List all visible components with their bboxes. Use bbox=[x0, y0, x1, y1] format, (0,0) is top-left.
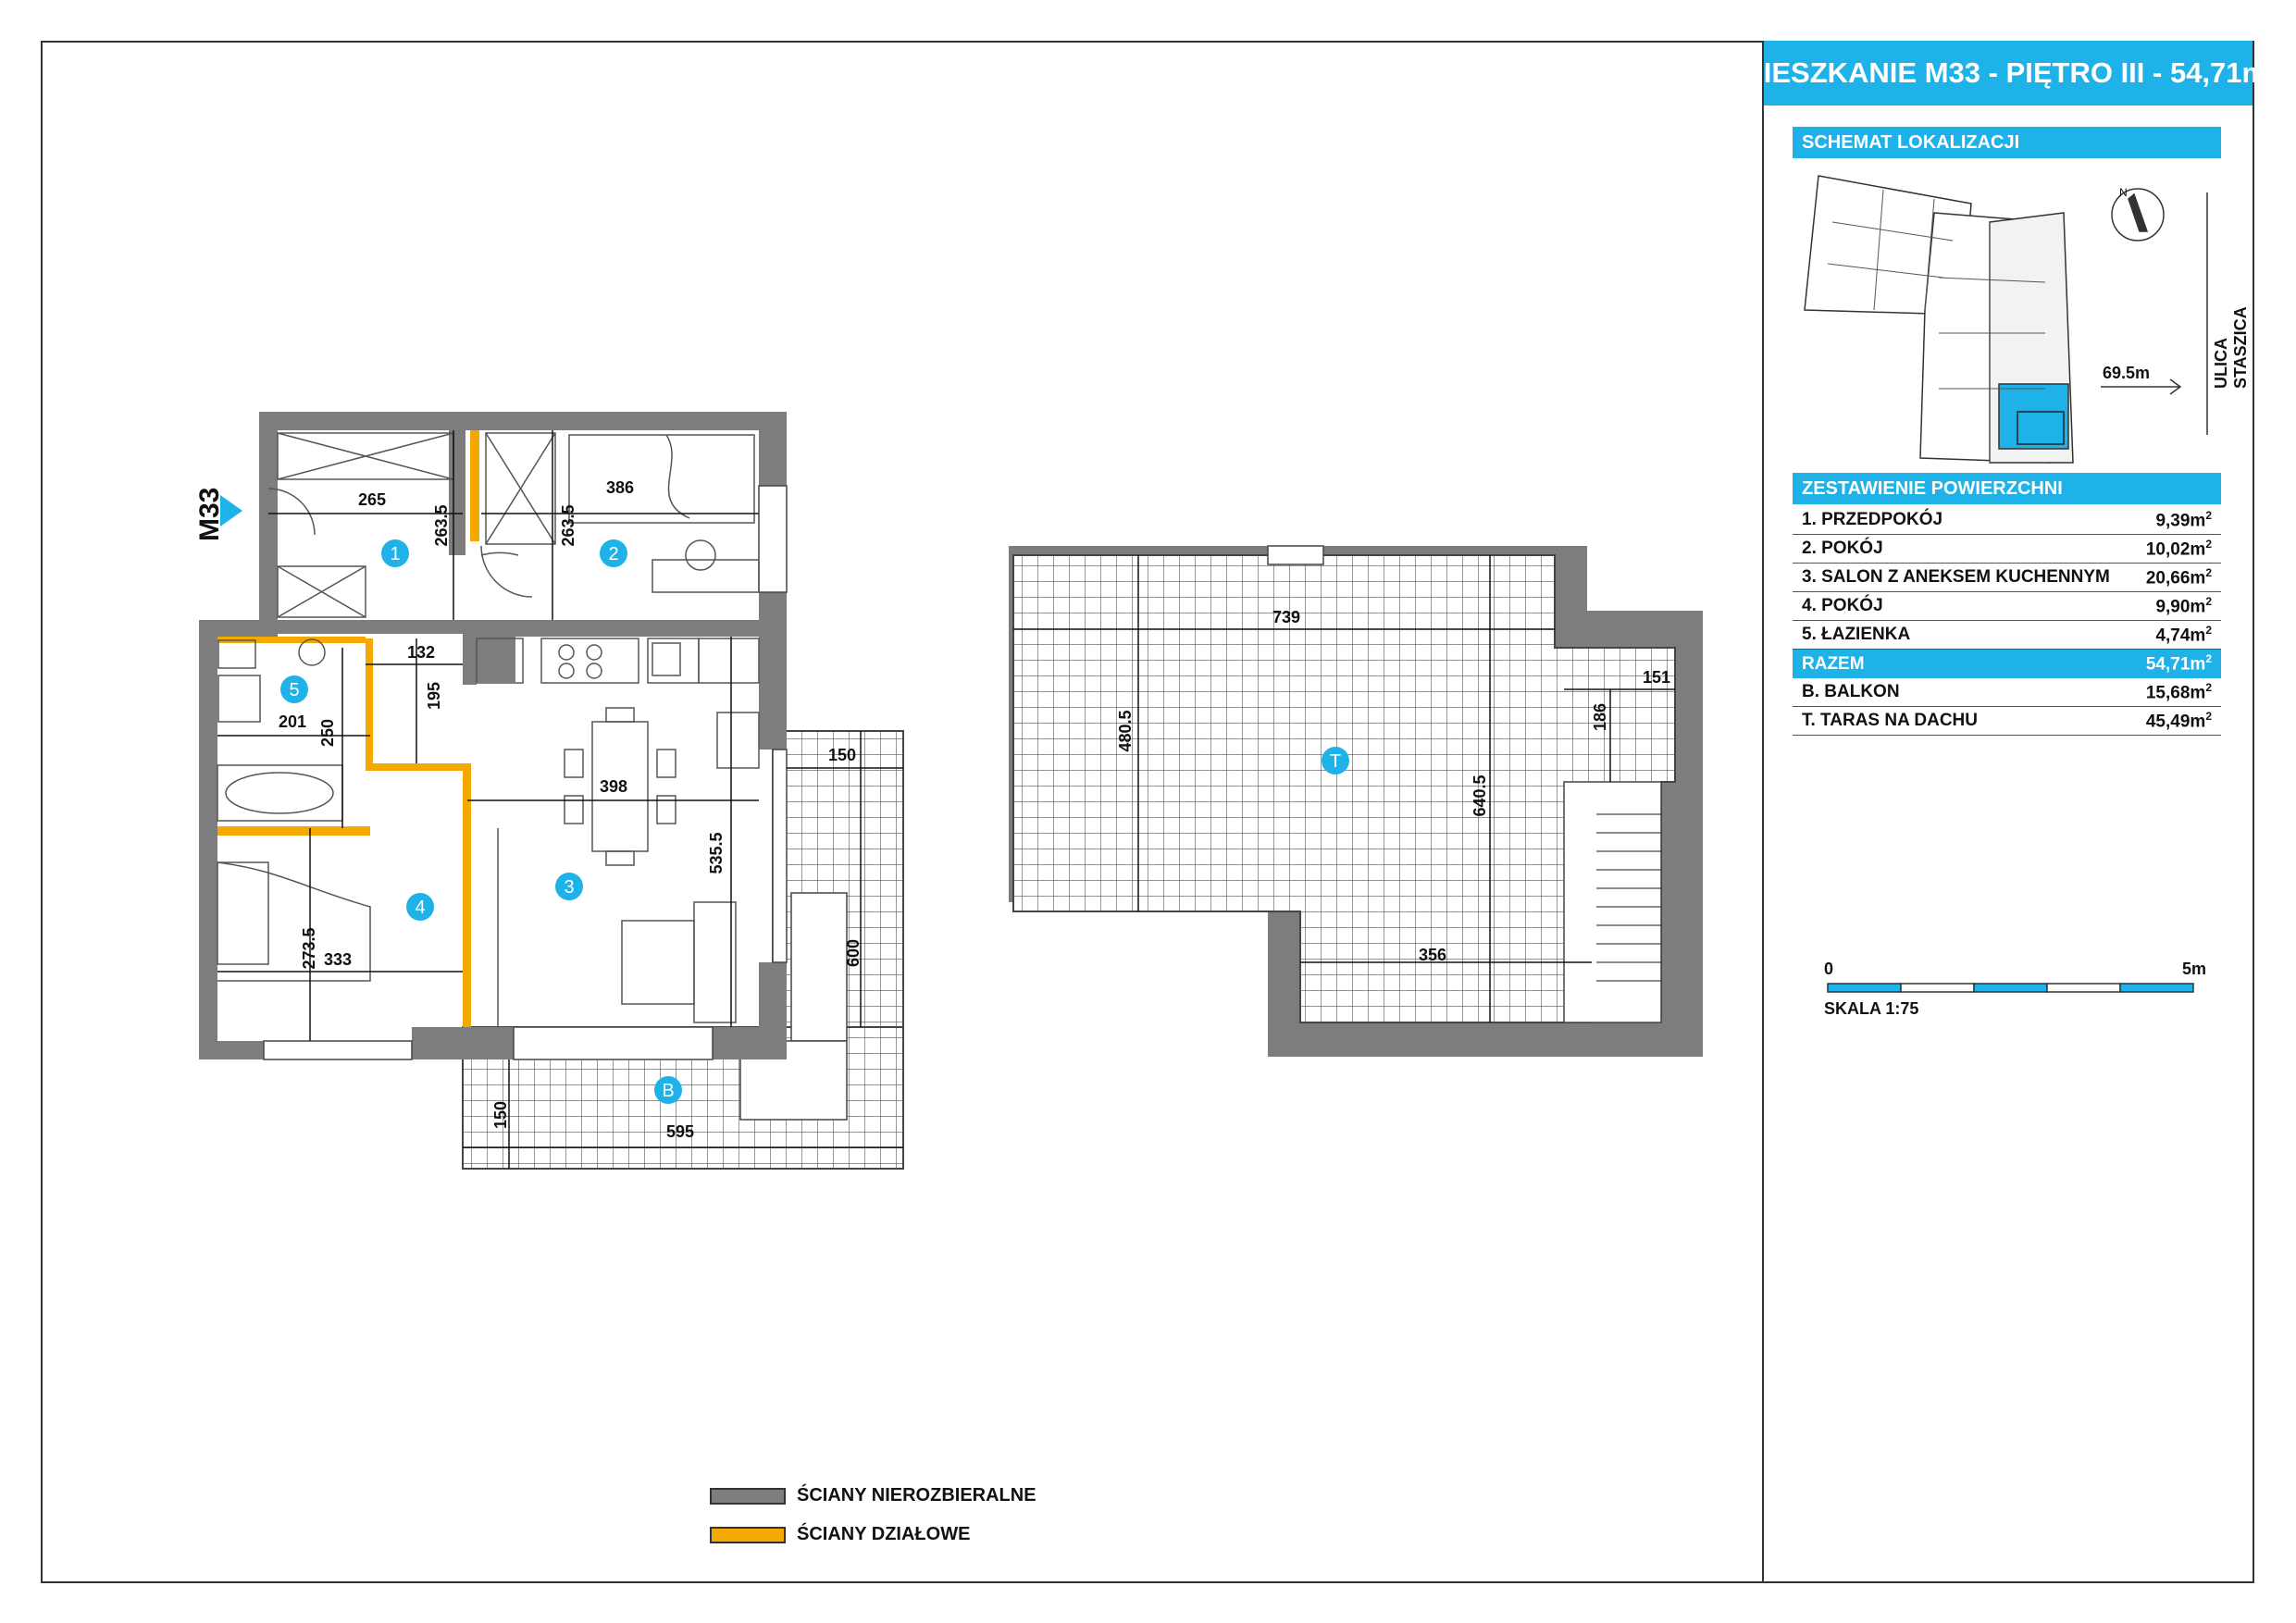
dimension-label: 265 bbox=[358, 490, 386, 509]
dimension-label: 151 bbox=[1643, 668, 1670, 687]
summary-row-area: 15,68m2 bbox=[2145, 680, 2212, 703]
room-marker-label: 3 bbox=[564, 877, 574, 898]
summary-row: B. BALKON 15,68m2 bbox=[1793, 678, 2221, 707]
dimension-label: 150 bbox=[828, 746, 856, 764]
dimension-label: 595 bbox=[666, 1122, 694, 1141]
summary-row: 5. ŁAZIENKA 4,74m2 bbox=[1793, 621, 2221, 650]
windows bbox=[263, 485, 788, 1060]
dimension-lines bbox=[217, 430, 903, 1169]
partition-walls bbox=[217, 430, 479, 1027]
dimension-label: 132 bbox=[407, 643, 435, 662]
summary-row-area: 20,66m2 bbox=[2145, 565, 2212, 588]
roof-terrace-plan bbox=[1009, 545, 1703, 1057]
summary-row-name: 1. PRZEDPOKÓJ bbox=[1802, 510, 1943, 529]
summary-row-area: 54,71m2 bbox=[2145, 652, 2212, 675]
summary-row-area: 4,74m2 bbox=[2155, 623, 2212, 646]
scale-bar bbox=[1827, 983, 2194, 993]
legend-structural: ŚCIANY NIEROZBIERALNE bbox=[710, 1485, 1036, 1506]
dimension-label: 273.5 bbox=[300, 927, 318, 969]
dimension-label: 600 bbox=[844, 939, 863, 967]
sheet-title-text: MIESZKANIE M33 - PIĘTRO III - 54,71m bbox=[1739, 56, 2268, 89]
room-marker bbox=[406, 893, 434, 921]
dimension-label: 333 bbox=[324, 950, 352, 969]
summary-row: 2. POKÓJ 10,02m2 bbox=[1793, 535, 2221, 564]
terrace-dimension-lines bbox=[1013, 555, 1675, 1022]
legend-partition: ŚCIANY DZIAŁOWE bbox=[710, 1524, 970, 1545]
dimension-label: 386 bbox=[606, 478, 634, 497]
summary-row-area: 9,39m2 bbox=[2155, 508, 2212, 531]
room-marker-label: 1 bbox=[390, 544, 400, 564]
dimension-label: 535.5 bbox=[707, 832, 726, 873]
dimension-label: 150 bbox=[491, 1101, 510, 1129]
unit-label: M33 bbox=[194, 487, 225, 541]
dimension-label: 186 bbox=[1591, 703, 1609, 731]
room-marker-label: B bbox=[662, 1081, 674, 1101]
summary-row: 3. SALON Z ANEKSEM KUCHENNYM 20,66m2 bbox=[1793, 564, 2221, 592]
terrace-skylight bbox=[1267, 545, 1324, 565]
entrance-arrow-icon bbox=[220, 495, 242, 527]
dimension-label: 263.5 bbox=[432, 504, 451, 546]
apartment-plan bbox=[199, 412, 904, 1170]
summary-row-name: RAZEM bbox=[1802, 653, 1865, 674]
summary-header: ZESTAWIENIE POWIERZCHNI bbox=[1793, 473, 2221, 504]
distance-label: 69.5m bbox=[2103, 364, 2151, 382]
room-marker bbox=[600, 539, 627, 567]
compass-icon bbox=[2111, 188, 2165, 242]
room-marker bbox=[654, 1076, 682, 1104]
dimension-label: 356 bbox=[1419, 946, 1446, 964]
room-marker-label: 2 bbox=[608, 544, 618, 564]
room-marker-label: 4 bbox=[415, 898, 425, 918]
scale-end: 5m bbox=[2182, 960, 2207, 978]
legend-swatch bbox=[710, 1487, 786, 1505]
street-label: ULICA STASZICA bbox=[2212, 306, 2250, 389]
room-marker bbox=[555, 873, 583, 900]
summary-row-name: T. TARAS NA DACHU bbox=[1802, 711, 1978, 730]
room-marker-label: 5 bbox=[289, 680, 299, 700]
summary-row-area: 10,02m2 bbox=[2145, 537, 2212, 560]
terrace-stair-treads bbox=[1596, 813, 1661, 982]
room-marker bbox=[1322, 747, 1349, 774]
summary-row-name: 2. POKÓJ bbox=[1802, 539, 1883, 558]
summary-row-name: 4. POKÓJ bbox=[1802, 596, 1883, 615]
summary-row: 1. PRZEDPOKÓJ 9,39m2 bbox=[1793, 506, 2221, 535]
dimension-label: 195 bbox=[425, 682, 443, 710]
dimension-label: 739 bbox=[1272, 608, 1300, 626]
structural-walls bbox=[199, 412, 787, 1059]
compass-north-label: N bbox=[2119, 186, 2128, 199]
dimension-label: 201 bbox=[279, 712, 306, 731]
room-marker-label: T bbox=[1330, 751, 1341, 772]
room-marker bbox=[381, 539, 409, 567]
sheet-frame bbox=[41, 41, 2254, 1583]
scale-start: 0 bbox=[1824, 960, 1834, 978]
legend-swatch bbox=[710, 1526, 786, 1543]
dimension-label: 250 bbox=[318, 719, 337, 747]
summary-row-area: 9,90m2 bbox=[2155, 594, 2212, 617]
summary-row-area: 45,49m2 bbox=[2145, 709, 2212, 732]
summary-row: T. TARAS NA DACHU 45,49m2 bbox=[1793, 707, 2221, 736]
summary-row-name: 5. ŁAZIENKA bbox=[1802, 625, 1911, 644]
dimension-label: 640.5 bbox=[1471, 774, 1489, 816]
summary-row-name: 3. SALON Z ANEKSEM KUCHENNYM bbox=[1802, 567, 2110, 587]
dimension-label: 480.5 bbox=[1116, 710, 1135, 751]
summary-row-name: B. BALKON bbox=[1802, 682, 1900, 701]
room-marker bbox=[280, 675, 308, 703]
location-schematic bbox=[1804, 175, 2208, 464]
dimension-label: 398 bbox=[600, 777, 627, 796]
terrace-stairs bbox=[1563, 781, 1662, 1023]
dimension-label: 263.5 bbox=[559, 504, 577, 546]
balcony-stairs bbox=[739, 892, 848, 1121]
summary-total-row: RAZEM 54,71m2 bbox=[1793, 650, 2221, 678]
summary-row: 4. POKÓJ 9,90m2 bbox=[1793, 592, 2221, 621]
location-header: SCHEMAT LOKALIZACJI bbox=[1793, 127, 2221, 158]
scale-label: SKALA 1:75 bbox=[1824, 999, 1919, 1018]
